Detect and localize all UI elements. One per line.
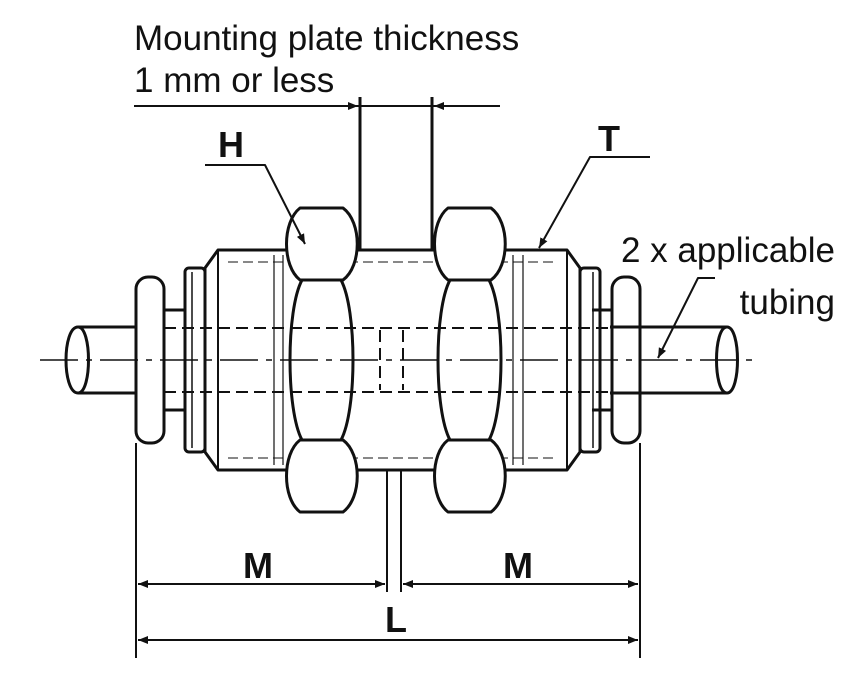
collar-neck-left [164,308,185,412]
dimension-m-left-label: M [243,545,273,586]
leader-h [205,164,306,245]
leader-tubing [657,277,715,359]
label-t: T [598,118,620,159]
title-line-1: Mounting plate thickness [134,19,519,58]
collar-neck-right [592,308,612,412]
title-line-2: 1 mm or less [134,61,334,100]
dimension-m-right-label: M [503,545,533,586]
leader-t [538,156,650,249]
tubing-label-line-1: 2 x applicable [621,231,835,270]
label-h: H [218,124,244,165]
dimension-l-label: L [385,599,407,640]
hex-nut-right [433,206,507,514]
tubing-label-line-2: tubing [740,283,835,322]
